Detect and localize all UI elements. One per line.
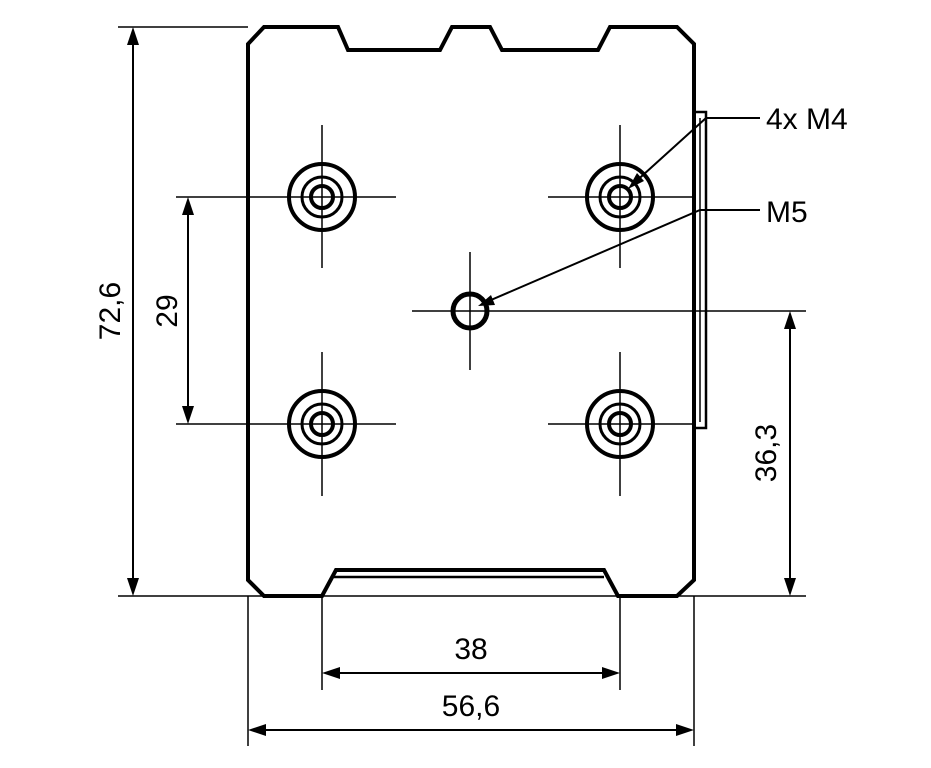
centerlines bbox=[176, 125, 806, 496]
m4-hole-top-right bbox=[585, 162, 655, 232]
leader-lines bbox=[483, 117, 760, 304]
m4-hole-bottom-left bbox=[287, 389, 357, 459]
center-hole-height-label: 36,3 bbox=[750, 424, 783, 482]
extension-lines bbox=[118, 26, 806, 746]
m4-hole-top-left bbox=[287, 162, 357, 232]
arrowheads bbox=[127, 27, 796, 736]
center-thread-callout: M5 bbox=[766, 196, 808, 229]
hole-spacing-horizontal-label: 38 bbox=[454, 633, 487, 666]
corner-threads-callout: 4x M4 bbox=[766, 103, 848, 136]
side-connector bbox=[694, 110, 708, 430]
hole-spacing-vertical-label: 29 bbox=[151, 294, 184, 327]
width-total-label: 56,6 bbox=[442, 690, 500, 723]
m5-hole-center bbox=[450, 291, 490, 331]
m4-hole-bottom-right bbox=[585, 389, 655, 459]
dimension-lines bbox=[132, 32, 791, 731]
height-total-label: 72,6 bbox=[94, 282, 127, 340]
